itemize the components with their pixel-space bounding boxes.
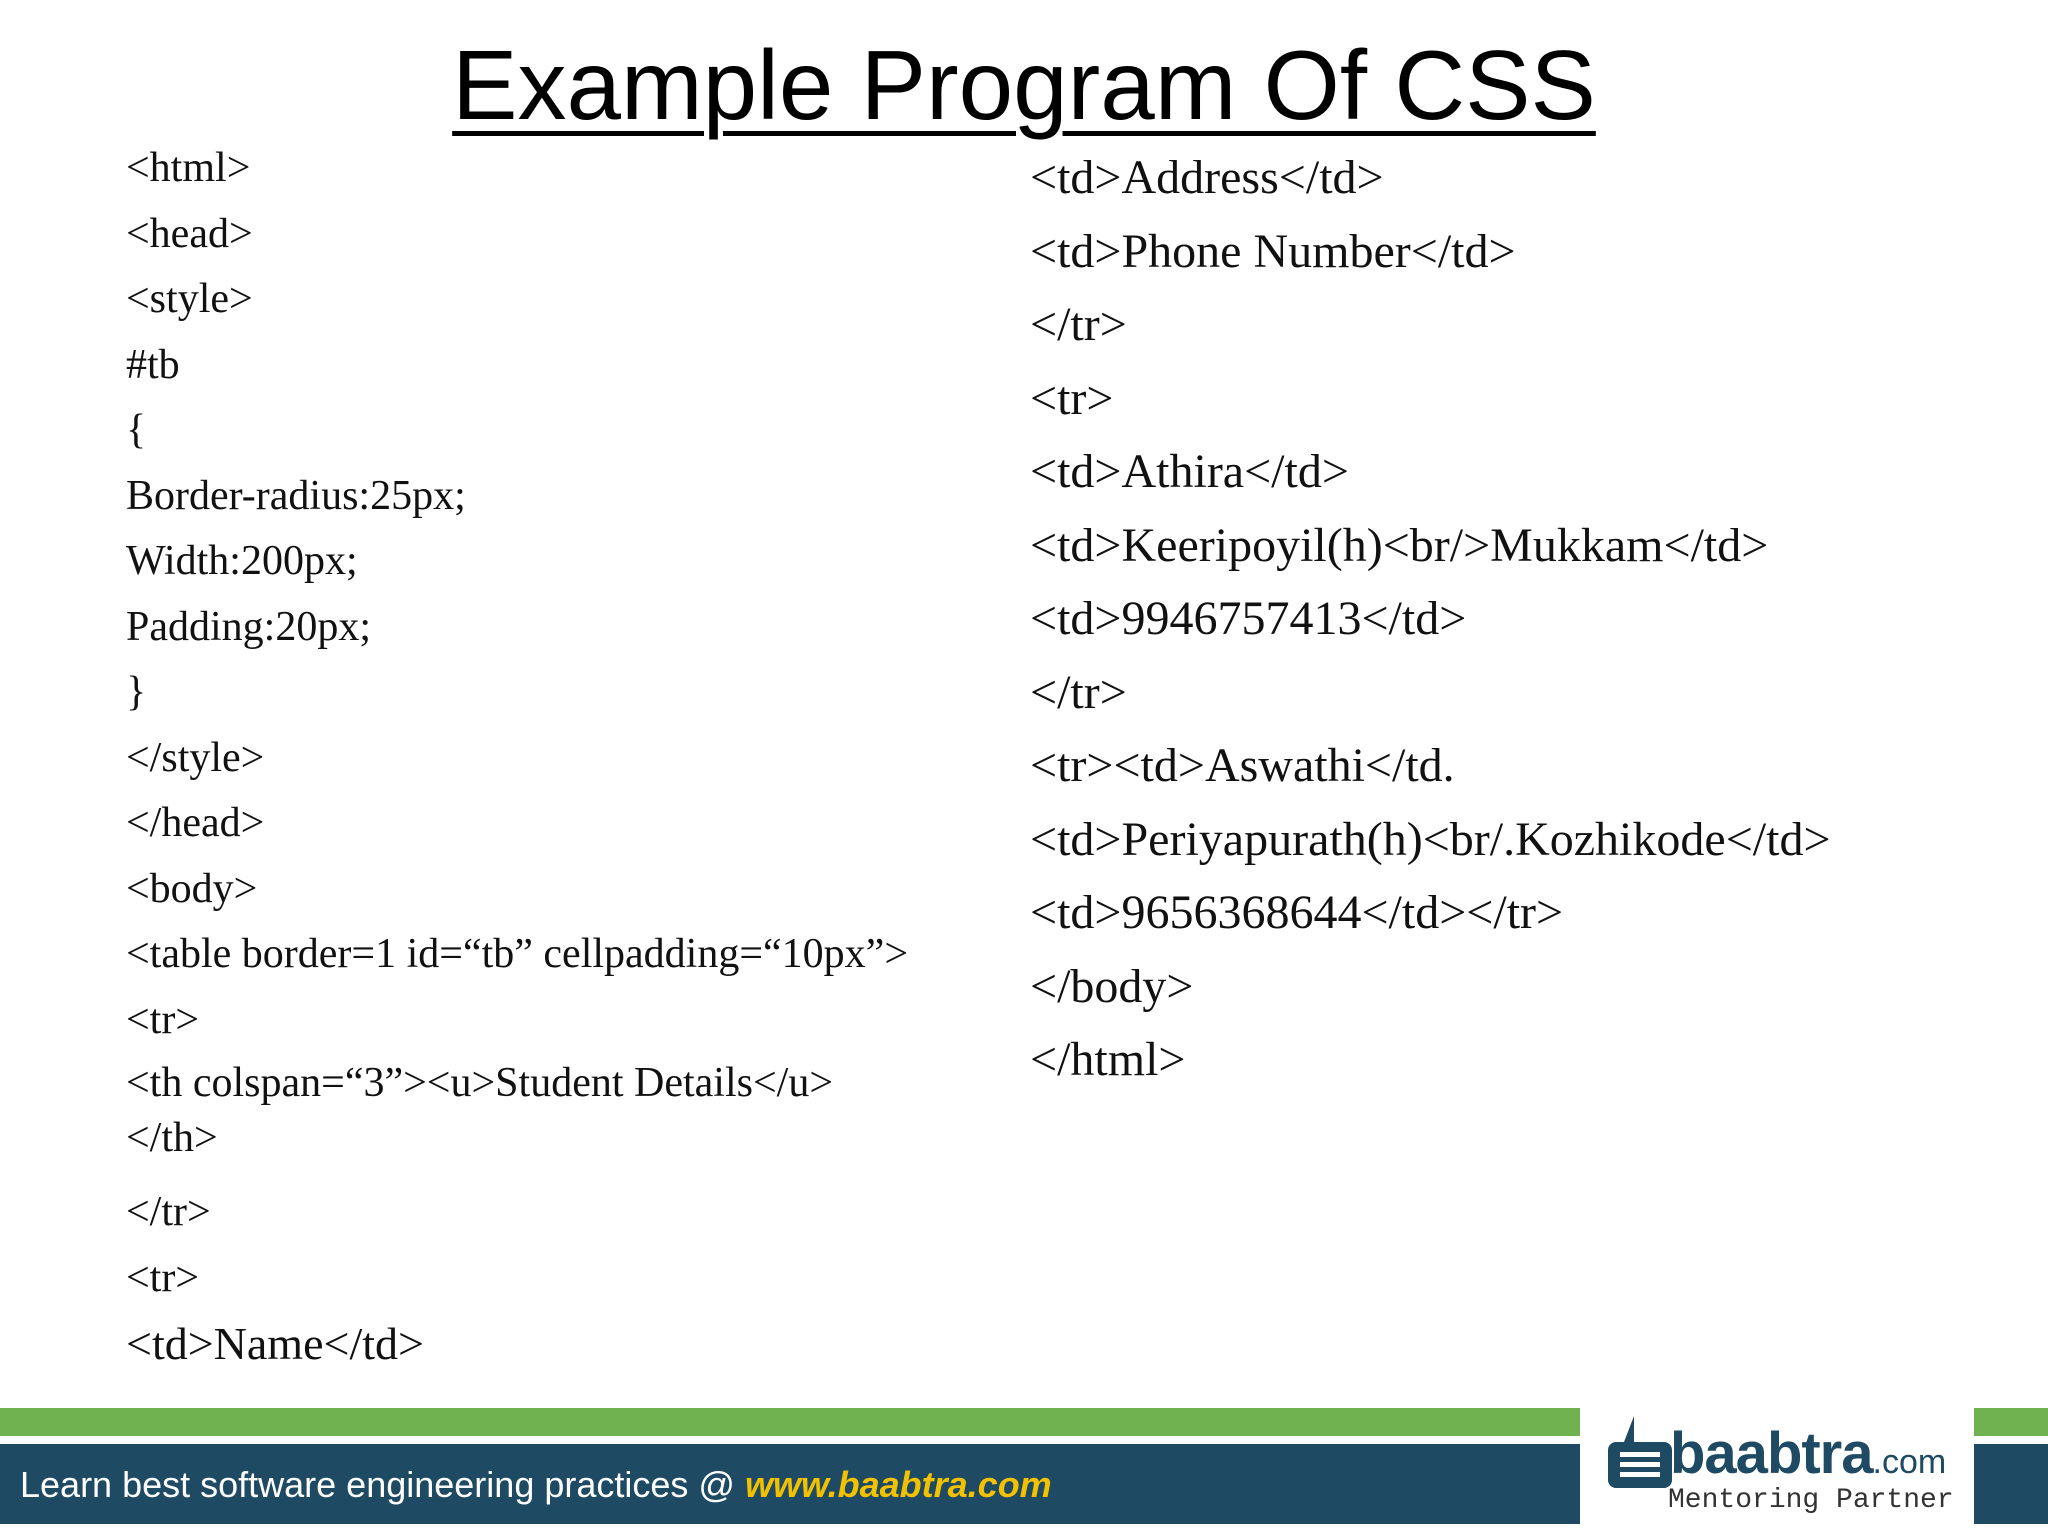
footer-website-link[interactable]: www.baabtra.com: [744, 1464, 1052, 1505]
code-line: <td>Phone Number</td>: [1030, 225, 1516, 278]
code-line: {: [126, 407, 147, 453]
slide-title-text: Example Program Of CSS: [452, 30, 1596, 140]
code-line: </head>: [126, 800, 265, 846]
code-line: <html>: [126, 145, 251, 191]
footer-tagline-text: Learn best software engineering practice…: [20, 1464, 745, 1505]
footer-banner: Learn best software engineering practice…: [0, 1408, 2048, 1536]
code-line: <tr>: [126, 997, 200, 1043]
code-line: #tb: [126, 342, 180, 388]
logo-tagline: Mentoring Partner: [1668, 1485, 1954, 1516]
code-line: <td>Periyapurath(h)<br/.Kozhikode</td>: [1030, 813, 1831, 866]
code-line: <td>Name</td>: [126, 1318, 424, 1369]
code-line: <tr><td>Aswathi</td.: [1030, 739, 1455, 792]
code-line: </html>: [1030, 1033, 1186, 1086]
code-line: </tr>: [126, 1189, 211, 1235]
code-line: </style>: [126, 735, 265, 781]
code-line: Border-radius:25px;: [126, 473, 466, 519]
code-line: <head>: [126, 211, 253, 257]
code-line: </body>: [1030, 960, 1194, 1013]
code-line: </tr>: [1030, 298, 1127, 351]
code-line: Padding:20px;: [126, 604, 372, 650]
code-line: <td>Athira</td>: [1030, 445, 1349, 498]
footer-tagline: Learn best software engineering practice…: [20, 1460, 1052, 1510]
footer-blue-band-right: [1974, 1444, 2048, 1524]
code-line: <td>Keeripoyil(h)<br/>Mukkam</td>: [1030, 519, 1769, 572]
code-line: <table border=1 id=“tb” cellpadding=“10p…: [126, 931, 909, 977]
footer-blue-band: [0, 1444, 1580, 1524]
code-line: <td>9656368644</td></tr>: [1030, 886, 1564, 939]
code-line: <body>: [126, 866, 258, 912]
logo-wordmark: baabtra.com: [1670, 1422, 1946, 1494]
footer-green-stripe-right: [1974, 1408, 2048, 1436]
code-line: Width:200px;: [126, 538, 358, 584]
code-line: <td>Address</td>: [1030, 151, 1384, 204]
baabtra-logo: baabtra.com Mentoring Partner: [1600, 1408, 1970, 1536]
logo-domain: .com: [1872, 1443, 1947, 1481]
footer-green-stripe: [0, 1408, 1580, 1436]
code-line: <style>: [126, 276, 253, 322]
logo-name: baabtra: [1670, 1421, 1874, 1486]
code-line: <tr>: [126, 1255, 200, 1301]
code-line: }: [126, 669, 147, 715]
code-line: <tr>: [1030, 372, 1114, 425]
baabtra-logo-icon: [1608, 1416, 1672, 1488]
code-line: <th colspan=“3”><u>Student Details</u></…: [126, 1060, 834, 1161]
code-line: <td>9946757413</td>: [1030, 592, 1467, 645]
slide-title: Example Program Of CSS: [0, 30, 2048, 140]
code-line: </tr>: [1030, 666, 1127, 719]
